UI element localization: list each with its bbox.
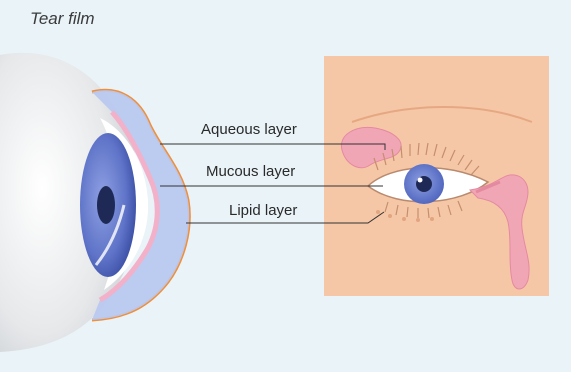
eyeball-side-view	[0, 53, 189, 352]
lipid-layer-label: Lipid layer	[229, 202, 297, 219]
frontal-eye-panel	[324, 56, 549, 296]
diagram-title: Tear film	[30, 9, 95, 29]
pupil-highlight	[418, 178, 423, 183]
mucous-layer-label: Mucous layer	[206, 163, 295, 180]
aqueous-layer-label: Aqueous layer	[201, 121, 297, 138]
pupil-side	[97, 186, 115, 224]
